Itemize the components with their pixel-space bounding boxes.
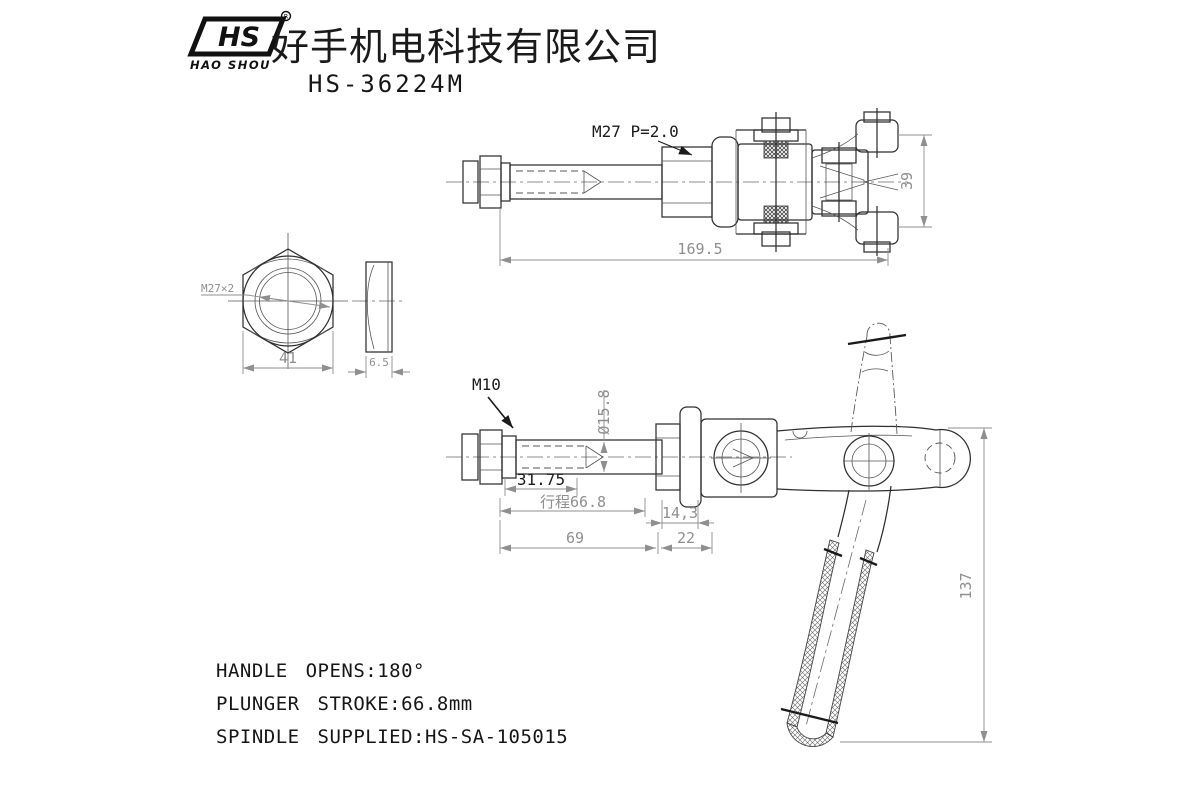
- top-view-thread-label: M27 P=2.0: [592, 122, 679, 141]
- logo-text: HS: [218, 22, 260, 53]
- stroke-dim: 行程66.8: [540, 493, 606, 511]
- nut-thread-label: M27×2: [201, 282, 234, 295]
- thread-length-dim: 31.75: [517, 470, 565, 489]
- nut-side-view: 6.5: [348, 261, 410, 378]
- company-logo: HS R HAO SHOU: [178, 10, 298, 80]
- spec-block: HANDLE OPENS:180° PLUNGER STROKE:66.8mm …: [216, 655, 568, 754]
- top-view-drawing: M27 P=2.0 39 169.5: [446, 108, 932, 266]
- spindle-thread-label: M10: [472, 375, 501, 394]
- spindle-leader-arrow-icon: [487, 396, 514, 429]
- nut-thickness-dim: 6.5: [369, 356, 389, 369]
- registered-mark-letter: R: [284, 13, 289, 21]
- logo-subtext: HAO SHOU: [190, 58, 271, 72]
- body-width-dim: 22: [677, 529, 695, 547]
- handle-open-ghost: [847, 322, 907, 435]
- top-view-width-dim: 39: [898, 172, 916, 190]
- spec-spindle-supplied: SPINDLE SUPPLIED:HS-SA-105015: [216, 726, 569, 748]
- handle-height-dim: 137: [957, 572, 975, 599]
- model-number: HS-36224M: [308, 70, 466, 98]
- top-view-length-dim: 169.5: [677, 240, 722, 258]
- handle-grip: [780, 485, 892, 747]
- nut-width-dim: 41: [279, 349, 297, 367]
- spec-plunger-stroke: PLUNGER STROKE:66.8mm: [216, 693, 473, 715]
- spec-handle-opens: HANDLE OPENS:180°: [216, 660, 425, 682]
- thread-leader-arrow-icon: [657, 140, 693, 156]
- body-offset-dim: 14,3: [662, 504, 698, 522]
- rod-diameter-dim: Ø15.8: [595, 389, 613, 434]
- company-name: 好手机电科技有限公司: [271, 25, 662, 69]
- registered-mark-icon: [280, 10, 292, 22]
- nut-front-view: M27×2 41: [201, 233, 348, 374]
- main-side-view: M10 Ø15.8 31.75 行程66.8 14,3 69 22: [446, 322, 992, 747]
- rod-length-dim: 69: [566, 529, 584, 547]
- logo-box: [187, 16, 287, 57]
